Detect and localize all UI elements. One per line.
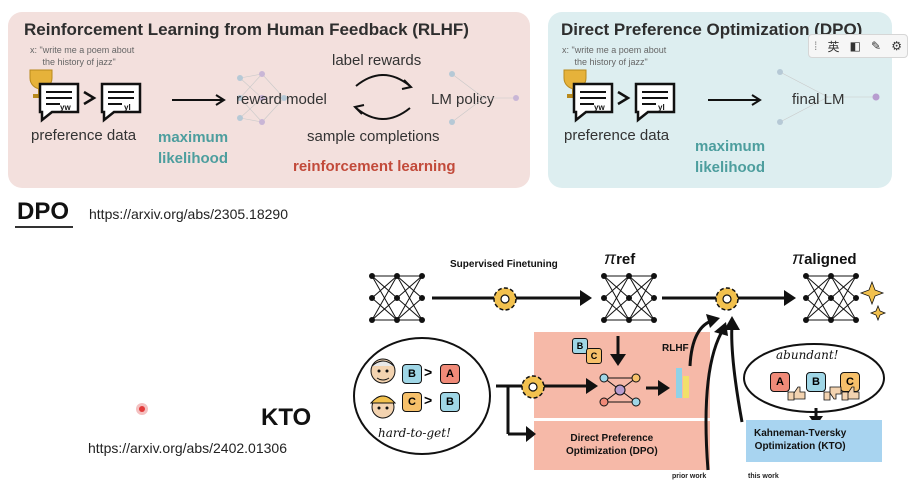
- pi-aligned-label: πaligned: [792, 248, 857, 268]
- rlhf-preference-icons: [29, 69, 142, 123]
- rlhf-prompt: x: "write me a poem about the history of…: [30, 45, 135, 67]
- thumbs-down-icon: [823, 386, 842, 401]
- drag-handle-icon[interactable]: ⁞: [814, 39, 818, 53]
- arrow-right-icon: [172, 94, 226, 106]
- chip-b: B: [806, 372, 826, 392]
- prior-work-label: prior work: [672, 473, 707, 480]
- dpo-url[interactable]: https://arxiv.org/abs/2305.18290: [89, 206, 288, 222]
- elderly-person-icon: [370, 358, 396, 384]
- dpo-panel-title: Direct Preference Optimization (DPO): [561, 20, 863, 39]
- cursor-dot-icon: [136, 403, 148, 415]
- thumbs-up-icon: [841, 386, 860, 401]
- chat-bubble-icon: [634, 82, 676, 123]
- kto-curved-arrow: [724, 316, 744, 423]
- neural-net-icon: [237, 71, 287, 125]
- arrow-right-icon: [646, 380, 670, 396]
- reward-bar-blue: [676, 368, 682, 398]
- contrast-icon[interactable]: ◧: [849, 39, 861, 53]
- yl-label: yl: [658, 103, 665, 112]
- floating-toolbar[interactable]: ⁞ 英 ◧ ✎ ⚙: [808, 34, 908, 58]
- chip-c: C: [586, 348, 602, 364]
- dpo-box-label: Direct Preference Optimization (DPO): [566, 433, 658, 457]
- chat-bubble-icon: [100, 82, 142, 123]
- gear-icon[interactable]: ⚙: [891, 39, 902, 53]
- rlhf-label: RLHF: [662, 343, 689, 354]
- reinforcement-learning-label: reinforcement learning: [293, 158, 456, 175]
- chat-bubble-icon: [38, 82, 80, 123]
- label-rewards-label: label rewards: [332, 52, 422, 69]
- gear-icon: [521, 375, 545, 399]
- supervised-finetuning-label: Supervised Finetuning: [450, 259, 558, 270]
- chip-a: A: [440, 364, 460, 384]
- neural-net-icon: [601, 273, 657, 323]
- neural-net-icon: [369, 273, 425, 323]
- sparkle-icon: [859, 280, 887, 322]
- cycle-arrows-icon: [353, 74, 413, 120]
- reward-model-label: reward model: [236, 91, 327, 108]
- thumbs-icons: [787, 386, 860, 401]
- final-lm-label: final LM: [792, 91, 845, 108]
- chip-a: A: [770, 372, 790, 392]
- greater-than-sign: >: [424, 392, 433, 408]
- worker-icon: [369, 395, 397, 419]
- dpo-maximum-likelihood: maximum likelihood: [695, 138, 766, 176]
- chip-c: C: [840, 372, 860, 392]
- neural-net-icon: [777, 69, 880, 125]
- prior-work-divider: [534, 418, 710, 421]
- sample-completions-label: sample completions: [307, 128, 440, 145]
- chip-b: B: [572, 338, 588, 354]
- rlhf-title: Reinforcement Learning from Human Feedba…: [24, 20, 469, 39]
- chip-b: B: [402, 364, 422, 384]
- rlhf-maximum-likelihood: maximum likelihood: [158, 129, 229, 167]
- chat-bubble-icon: [572, 82, 614, 123]
- dpo-preference-data: preference data: [564, 127, 670, 144]
- reward-network-icon: [599, 373, 641, 407]
- thumbs-up-icon: [787, 386, 806, 401]
- gear-icon: [715, 287, 739, 311]
- dpo-preference-icons: [563, 69, 676, 123]
- kto-box: [746, 420, 882, 462]
- greater-than-sign: >: [424, 364, 433, 380]
- kto-heading: KTO: [261, 404, 312, 431]
- rlhf-panel: [8, 12, 530, 188]
- lm-policy-label: LM policy: [431, 91, 495, 108]
- abundant-label: abundant!: [776, 348, 839, 362]
- arrow-right-icon: [708, 94, 762, 106]
- kto-box-label: Kahneman-Tversky Optimization (KTO): [754, 428, 847, 452]
- dpo-underline: [15, 226, 73, 228]
- pi-ref-label: πref: [604, 248, 636, 268]
- yw-label: yw: [594, 103, 605, 112]
- gear-icon: [493, 287, 517, 311]
- neural-net-icon: [449, 71, 519, 125]
- this-work-label: this work: [748, 473, 779, 480]
- chip-b: B: [440, 392, 460, 412]
- dpo-heading: DPO: [17, 198, 70, 225]
- dpo-prompt: x: "write me a poem about the history of…: [562, 45, 667, 67]
- chip-c: C: [402, 392, 422, 412]
- rlhf-preference-data: preference data: [31, 127, 137, 144]
- pen-icon[interactable]: ✎: [871, 39, 882, 53]
- reward-bar-yellow: [683, 376, 689, 398]
- language-toggle[interactable]: 英: [827, 39, 840, 54]
- neural-net-icon: [803, 273, 887, 323]
- ellipse-output-arrows: [496, 378, 598, 442]
- yw-label: yw: [60, 103, 71, 112]
- kto-url[interactable]: https://arxiv.org/abs/2402.01306: [88, 440, 287, 456]
- hard-to-get-label: hard-to-get!: [378, 426, 451, 440]
- yl-label: yl: [124, 103, 131, 112]
- arrow-down-icon: [610, 336, 626, 366]
- curved-arrows: [688, 314, 728, 471]
